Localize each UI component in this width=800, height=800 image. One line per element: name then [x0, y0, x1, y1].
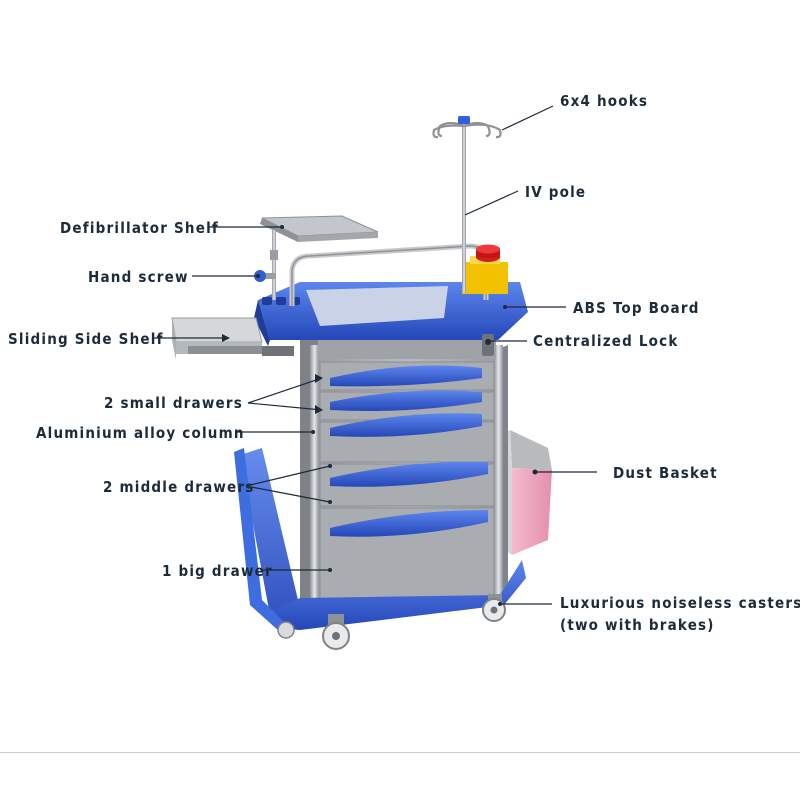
- aluminium-column-right: [494, 345, 503, 600]
- label-big-drawer: 1 big drawer: [162, 562, 273, 580]
- leader-lines: [152, 105, 597, 605]
- cart-illustration: [171, 116, 552, 650]
- callout-labels: 6x4 hooks IV pole Defibrillator Shelf Ha…: [8, 92, 800, 634]
- label-centralized-lock: Centralized Lock: [533, 332, 679, 350]
- dust-basket: [505, 430, 552, 555]
- label-abs-top-board: ABS Top Board: [573, 299, 700, 317]
- label-sliding-side-shelf: Sliding Side Shelf: [8, 330, 164, 348]
- label-dust-basket: Dust Basket: [613, 464, 718, 482]
- label-casters-line1: Luxurious noiseless casters: [560, 594, 800, 612]
- drawers: [319, 361, 495, 601]
- aluminium-column-left: [310, 345, 319, 607]
- label-casters-line2: (two with brakes): [560, 616, 715, 634]
- iv-pole: [432, 116, 502, 292]
- abs-top-board: [254, 282, 528, 346]
- caster-front-left: [322, 614, 350, 650]
- sharps-container: [462, 244, 508, 294]
- leader-endpoints: [222, 225, 538, 606]
- sliding-side-shelf: [171, 317, 294, 360]
- side-frame-left: [240, 448, 298, 628]
- label-defibrillator-shelf: Defibrillator Shelf: [60, 219, 219, 237]
- label-aluminium-column: Aluminium alloy column: [36, 424, 245, 442]
- label-small-drawers: 2 small drawers: [104, 394, 243, 412]
- label-iv-pole: IV pole: [525, 183, 586, 201]
- defibrillator-shelf: [260, 215, 379, 300]
- hooks: [437, 121, 465, 138]
- label-middle-drawers: 2 middle drawers: [103, 478, 255, 496]
- label-hand-screw: Hand screw: [88, 268, 189, 286]
- casters: [277, 594, 506, 650]
- base-frame: [270, 560, 526, 630]
- bottom-divider: [0, 752, 800, 753]
- caster-back: [277, 621, 295, 639]
- label-hooks: 6x4 hooks: [560, 92, 648, 110]
- centralized-lock: [482, 334, 494, 356]
